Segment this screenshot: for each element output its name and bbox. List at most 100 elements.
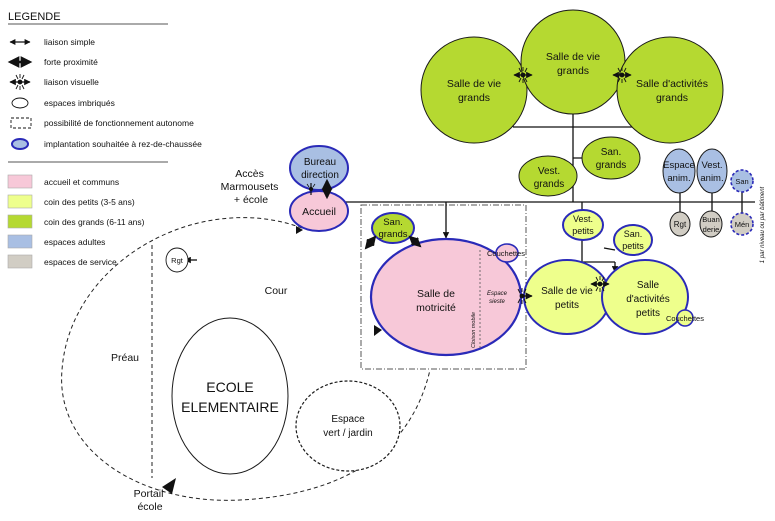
node-label: Vest. bbox=[538, 166, 560, 177]
node-label: grands bbox=[656, 92, 688, 104]
node-label: Espace bbox=[331, 414, 365, 425]
node-label: direction bbox=[301, 170, 339, 181]
node-label: Cloison mobile bbox=[471, 312, 477, 348]
svg-text:San.grands: San.grands bbox=[378, 217, 407, 240]
node-label: San. bbox=[624, 229, 643, 239]
visual-link-grands-2 bbox=[612, 67, 632, 83]
node-san-grands-mid[interactable]: San.grands bbox=[371, 212, 415, 244]
legend-label-rdc: implantation souhaitée à rez-de-chaussée bbox=[44, 139, 202, 149]
node-label: Mén bbox=[735, 220, 750, 229]
legend-color-adultes: espaces adultes bbox=[44, 237, 105, 247]
legend-color-accueil: accueil et communs bbox=[44, 177, 119, 187]
node-label: petits bbox=[555, 300, 579, 311]
node-label: petits bbox=[622, 241, 644, 251]
node-label: Bureau bbox=[304, 157, 336, 168]
legend-symbol-imbriques bbox=[11, 97, 29, 109]
node-label: Accueil bbox=[302, 206, 336, 218]
legend-title: LEGENDE bbox=[8, 11, 61, 23]
node-label: San. bbox=[601, 147, 622, 158]
node-label: Espace bbox=[487, 291, 508, 297]
label-acces: Accès Marmousets + école bbox=[221, 168, 282, 206]
node-label: petits bbox=[572, 226, 594, 236]
svg-text:Vest.grands: Vest. grands bbox=[534, 166, 565, 190]
legend-swatch-accueil bbox=[7, 174, 33, 189]
legend-label-autonome: possibilité de fonctionnement autonome bbox=[44, 118, 194, 128]
legend-symbol-autonome bbox=[10, 117, 32, 129]
svg-text:San.petits: San. petits bbox=[622, 229, 644, 251]
node-label: ELEMENTAIRE bbox=[181, 399, 279, 415]
node-label: petits bbox=[636, 308, 660, 319]
node-label: Salle de vie bbox=[447, 78, 501, 90]
legend-label-imbriques: espaces imbriqués bbox=[44, 98, 115, 108]
node-vest-petits[interactable]: Vest. petits bbox=[562, 209, 604, 241]
node-label: motricité bbox=[416, 302, 456, 314]
node-espace-anim[interactable]: Espace anim. bbox=[662, 148, 696, 194]
legend-color-service: espaces de service bbox=[44, 257, 117, 267]
side-note: 1 par niveau ou par bâtiment bbox=[760, 186, 766, 263]
node-san-grands-top[interactable]: San. grands bbox=[581, 136, 641, 180]
svg-text:Vest.petits: Vest. petits bbox=[572, 214, 594, 236]
visual-link-accueil bbox=[306, 183, 316, 195]
node-couchettes-right[interactable]: Couchettes bbox=[666, 309, 704, 327]
node-label: Espace bbox=[663, 160, 695, 171]
node-san-petits[interactable]: San. petits bbox=[613, 224, 653, 256]
forte-link-san-left bbox=[364, 235, 377, 250]
node-label: sieste bbox=[489, 299, 505, 305]
node-vest-grands[interactable]: Vest. grands bbox=[518, 155, 578, 197]
node-label: San bbox=[735, 177, 748, 186]
forte-link-san-motricite bbox=[408, 235, 422, 248]
node-salle-vie-petits[interactable]: Salle de vie petits bbox=[523, 259, 611, 335]
visual-link-motricite-petits bbox=[517, 288, 533, 304]
legend-swatch-petits bbox=[7, 194, 33, 209]
node-label: Salle de vie bbox=[546, 51, 600, 63]
node-rgt-right[interactable]: Rgt bbox=[669, 211, 691, 237]
svg-text:Vest.anim.: Vest. anim. bbox=[700, 160, 723, 184]
legend-color-petits: coin des petits (3-5 ans) bbox=[44, 197, 135, 207]
node-label: Rgt bbox=[171, 256, 184, 265]
label-cour: Cour bbox=[265, 285, 288, 297]
visual-link-grands-1 bbox=[513, 67, 533, 83]
node-salle-activites-grands[interactable]: Salle d'activités grands bbox=[616, 36, 724, 144]
node-label: Salle bbox=[637, 280, 660, 291]
node-label: Salle d'activités bbox=[636, 78, 708, 90]
node-vest-anim[interactable]: Vest. anim. bbox=[696, 148, 728, 194]
node-label: Salle de vie bbox=[541, 286, 593, 297]
svg-text:San.grands: San. grands bbox=[596, 147, 627, 171]
entrance-marker-portail bbox=[162, 478, 176, 494]
node-bureau-direction[interactable]: Bureau direction bbox=[289, 145, 349, 191]
node-label: grands bbox=[596, 160, 627, 171]
node-label: anim. bbox=[667, 173, 690, 184]
node-rgt-left[interactable]: Rgt bbox=[165, 247, 189, 273]
node-label: grands bbox=[378, 229, 407, 240]
node-couchettes-mid[interactable]: Couchettes bbox=[487, 243, 525, 263]
node-san-small[interactable]: San bbox=[730, 169, 754, 193]
node-label: grands bbox=[534, 179, 565, 190]
label-preau: Préau bbox=[111, 352, 139, 364]
node-label: anim. bbox=[700, 173, 723, 184]
node-label: Couchettes bbox=[487, 249, 525, 258]
legend-label-simple: liaison simple bbox=[44, 37, 95, 47]
node-accueil[interactable]: Accueil bbox=[289, 190, 349, 232]
label-portail: Portail école bbox=[134, 488, 167, 513]
node-menage[interactable]: Mén bbox=[730, 212, 754, 236]
node-label: Vest. bbox=[573, 214, 593, 224]
node-label: Vest. bbox=[701, 160, 722, 171]
